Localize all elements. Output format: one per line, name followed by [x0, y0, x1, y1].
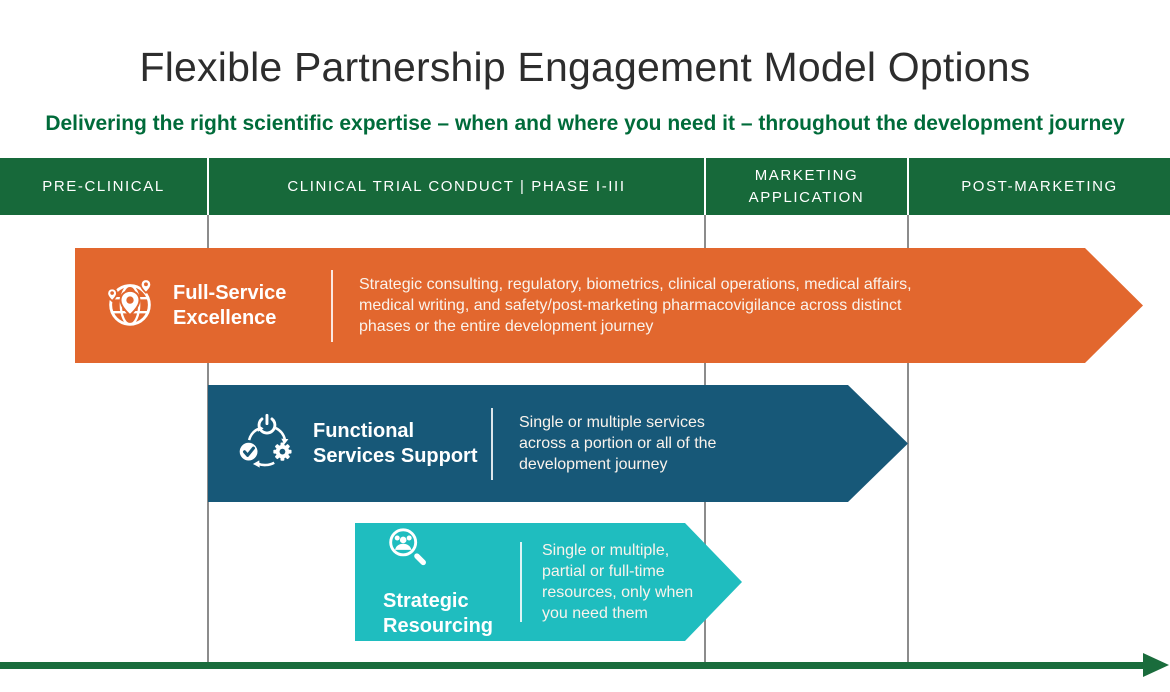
model-name: Strategic Resourcing — [383, 590, 494, 637]
phase-clinical-trial-conduct: CLINICAL TRIAL CONDUCT | PHASE I-III — [209, 158, 704, 215]
model-name: Functional Services Support — [313, 420, 478, 467]
model-arrow-functional-services-support: Functional Services Support Single or mu… — [208, 385, 908, 502]
talent-search-icon — [383, 526, 433, 581]
phase-divider — [907, 158, 909, 215]
development-journey-arrow-head — [1143, 653, 1169, 677]
phase-marketing-application: MARKETING APPLICATION — [706, 158, 907, 215]
timeline-gridline — [907, 215, 909, 665]
phase-divider — [207, 158, 209, 215]
model-name: Full-Service Excellence — [173, 282, 287, 329]
model-description: Single or multiple services across a por… — [519, 413, 717, 474]
service-cycle-icon — [237, 412, 295, 475]
model-arrow-full-service-excellence: Full-Service Excellence Strategic consul… — [75, 248, 1143, 363]
development-journey-arrow-line — [0, 662, 1146, 669]
phase-divider — [704, 158, 706, 215]
phase-pre-clinical: PRE-CLINICAL — [0, 158, 207, 215]
model-description: Strategic consulting, regulatory, biomet… — [359, 275, 912, 336]
globe-location-pins-icon — [101, 274, 159, 337]
label-divider — [331, 270, 333, 342]
model-description: Single or multiple, partial or full-time… — [542, 541, 694, 623]
model-label-column: Strategic Resourcing — [383, 526, 505, 638]
phase-header-bar: PRE-CLINICAL CLINICAL TRIAL CONDUCT | PH… — [0, 158, 1170, 215]
page-title: Flexible Partnership Engagement Model Op… — [139, 44, 1031, 90]
page-subtitle: Delivering the right scientific expertis… — [45, 112, 1125, 135]
label-divider — [491, 408, 493, 480]
label-divider — [520, 542, 522, 622]
model-arrow-strategic-resourcing: Strategic Resourcing Single or multiple,… — [355, 523, 742, 641]
phase-post-marketing: POST-MARKETING — [909, 158, 1170, 215]
